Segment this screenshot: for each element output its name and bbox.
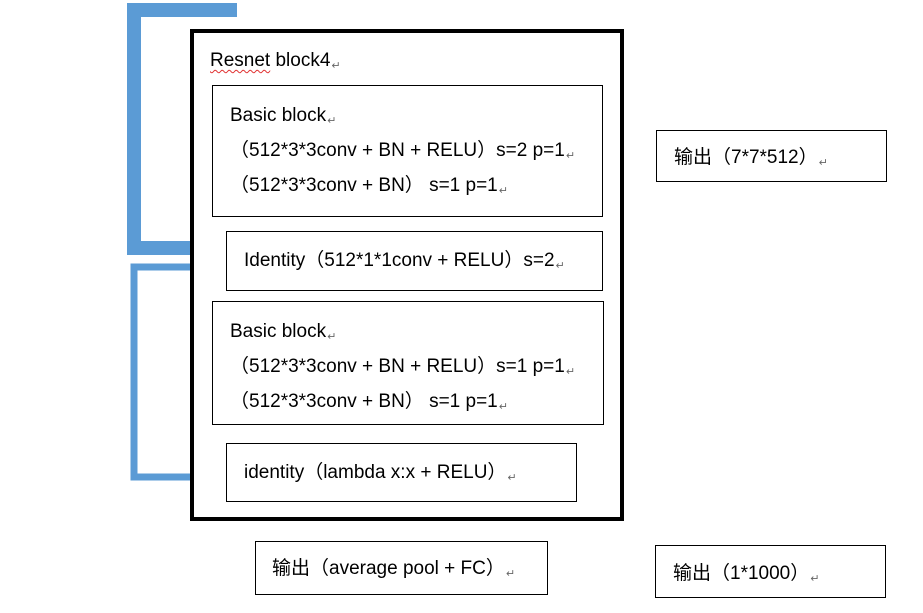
basic-block-1-line2: （512*3*3conv + BN） s=1 p=1↵ bbox=[230, 175, 508, 197]
paragraph-mark-icon: ↵ bbox=[498, 185, 508, 197]
resnet-block-title: Resnet block4↵ bbox=[210, 50, 341, 72]
output-pool-fc-box: 输出（average pool + FC）↵ bbox=[255, 541, 548, 595]
paragraph-mark-icon: ↵ bbox=[507, 472, 517, 484]
paragraph-mark-icon: ↵ bbox=[810, 573, 820, 585]
identity-1-box: Identity（512*1*1conv + RELU）s=2↵ bbox=[226, 231, 603, 291]
output-1x1000-box: 输出（1*1000）↵ bbox=[655, 545, 886, 598]
output-pool-fc-label: 输出（average pool + FC）↵ bbox=[272, 558, 516, 580]
basic-block-1: Basic block↵ （512*3*3conv + BN + RELU）s=… bbox=[212, 85, 603, 217]
paragraph-mark-icon: ↵ bbox=[818, 157, 828, 169]
output-1x1000-label: 输出（1*1000）↵ bbox=[673, 563, 820, 585]
paragraph-mark-icon: ↵ bbox=[331, 60, 341, 72]
basic-block-2-title: Basic block↵ bbox=[230, 321, 337, 343]
paragraph-mark-icon: ↵ bbox=[327, 331, 337, 343]
basic-block-2: Basic block↵ （512*3*3conv + BN + RELU）s=… bbox=[212, 301, 604, 425]
paragraph-mark-icon: ↵ bbox=[505, 568, 516, 580]
basic-block-2-line1: （512*3*3conv + BN + RELU）s=1 p=1↵ bbox=[230, 356, 576, 378]
identity-2-box: identity（lambda x:x + RELU）↵ bbox=[226, 443, 577, 502]
paragraph-mark-icon: ↵ bbox=[555, 260, 565, 272]
output-7x7x512-box: 输出（7*7*512）↵ bbox=[656, 130, 887, 182]
basic-block-2-line2: （512*3*3conv + BN） s=1 p=1↵ bbox=[230, 391, 508, 413]
paragraph-mark-icon: ↵ bbox=[327, 115, 337, 127]
basic-block-1-title: Basic block↵ bbox=[230, 105, 337, 127]
basic-block-1-line1: （512*3*3conv + BN + RELU）s=2 p=1↵ bbox=[230, 140, 576, 162]
output-7x7x512-label: 输出（7*7*512）↵ bbox=[674, 147, 828, 169]
identity-2-label: identity（lambda x:x + RELU）↵ bbox=[244, 462, 517, 484]
identity-1-label: Identity（512*1*1conv + RELU）s=2↵ bbox=[244, 250, 565, 272]
paragraph-mark-icon: ↵ bbox=[565, 366, 576, 378]
paragraph-mark-icon: ↵ bbox=[565, 150, 576, 162]
paragraph-mark-icon: ↵ bbox=[498, 401, 508, 413]
